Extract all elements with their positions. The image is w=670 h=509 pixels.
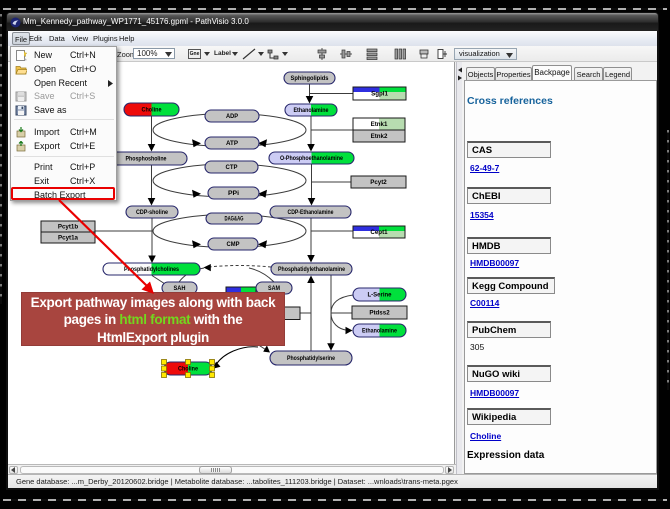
svg-text:CDP-Ethanolamine: CDP-Ethanolamine [288,209,334,216]
svg-text:Pcyt1a: Pcyt1a [58,235,79,242]
svg-text:CTP: CTP [226,164,238,171]
svg-text:DAG&AG: DAG&AG [225,216,244,223]
svg-text:Sgpl1: Sgpl1 [371,91,388,98]
svg-text:Etnk1: Etnk1 [371,121,388,128]
svg-text:CDP-sholine: CDP-sholine [136,209,168,216]
svg-text:Pcyt2: Pcyt2 [370,179,387,186]
svg-text:Choline: Choline [178,366,198,373]
svg-text:PPi: PPi [228,190,239,197]
svg-text:Phosphatidylethanolamine: Phosphatidylethanolamine [278,266,345,273]
svg-text:Ethanolamine: Ethanolamine [294,107,329,114]
svg-text:Cept1: Cept1 [370,229,388,236]
svg-text:O-Phosphoethanolamine: O-Phosphoethanolamine [280,155,343,162]
svg-text:Sphingolipids: Sphingolipids [291,75,330,82]
svg-text:SAM: SAM [268,285,280,292]
svg-text:Ethanolamine: Ethanolamine [362,328,397,335]
svg-text:Phosphatidylserine: Phosphatidylserine [287,355,335,362]
svg-text:Ptdss2: Ptdss2 [369,310,390,317]
svg-text:L-Serine: L-Serine [368,292,393,299]
svg-text:ADP: ADP [226,113,238,120]
svg-text:Choline: Choline [142,107,162,114]
svg-text:SAH: SAH [174,285,186,292]
svg-text:ATP: ATP [226,140,238,147]
svg-text:Phosphosholine: Phosphosholine [126,156,167,163]
svg-text:Etnk2: Etnk2 [371,133,388,140]
svg-text:Pcyt1b: Pcyt1b [58,224,79,231]
svg-text:CMP: CMP [227,241,240,248]
svg-text:Phosphatidylcholines: Phosphatidylcholines [124,266,179,273]
